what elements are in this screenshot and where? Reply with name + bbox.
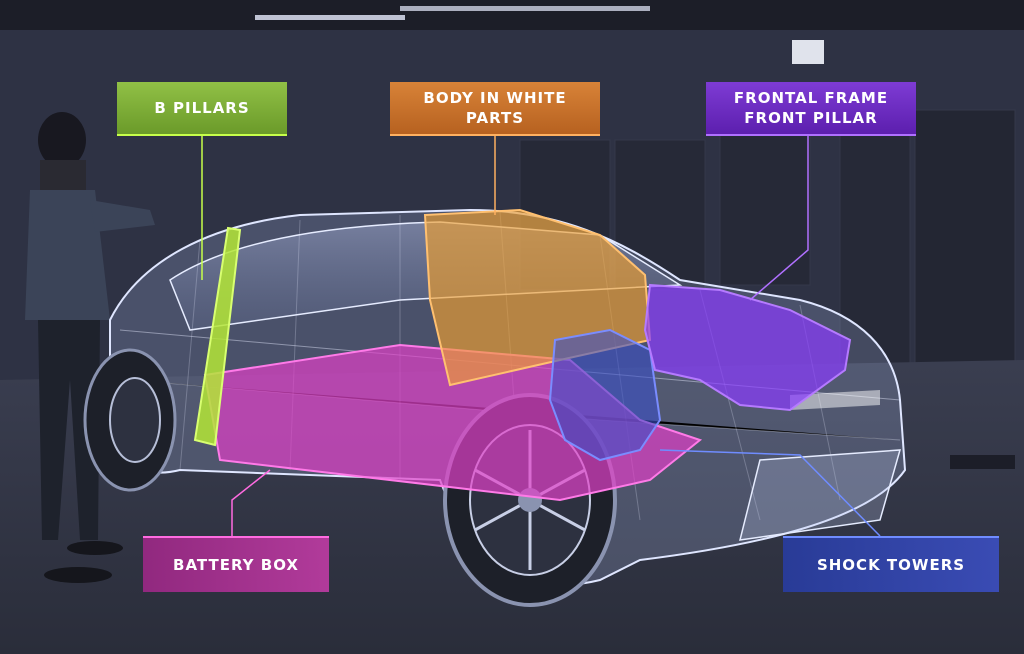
floor-vent — [950, 455, 1015, 469]
frontal-frame-leader — [749, 136, 809, 301]
frontal-frame-line2: FRONT PILLAR — [744, 109, 878, 127]
shock-towers-leader — [659, 449, 881, 537]
wall-lamp — [792, 40, 824, 64]
b-pillars-text: B PILLARS — [154, 99, 250, 117]
ceiling-light — [400, 6, 650, 11]
frontal-frame-highlight — [643, 283, 852, 412]
shock-towers-label: SHOCK TOWERS — [783, 536, 999, 592]
frontal-frame-line1: FRONTAL FRAME — [733, 89, 889, 107]
rear-wheel — [83, 348, 177, 492]
engineer-figure — [25, 112, 155, 583]
body-in-white-label: BODY IN WHITE PARTS — [390, 82, 600, 136]
body-in-white-line1: BODY IN WHITE — [423, 89, 567, 107]
leader-lines — [201, 136, 881, 537]
shock-towers-highlight — [548, 328, 662, 462]
battery-box-text: BATTERY BOX — [173, 556, 299, 574]
ceiling — [0, 0, 1024, 30]
frontal-frame-label: FRONTAL FRAME FRONT PILLAR — [706, 82, 916, 136]
battery-box-leader — [231, 469, 271, 536]
b-pillar-highlight — [193, 226, 242, 447]
b-pillars-label: B PILLARS — [117, 82, 287, 136]
shock-towers-text: SHOCK TOWERS — [816, 556, 966, 574]
ceiling-light — [255, 15, 405, 20]
battery-box-label: BATTERY BOX — [143, 536, 329, 592]
body-in-white-line2: PARTS — [465, 109, 525, 127]
